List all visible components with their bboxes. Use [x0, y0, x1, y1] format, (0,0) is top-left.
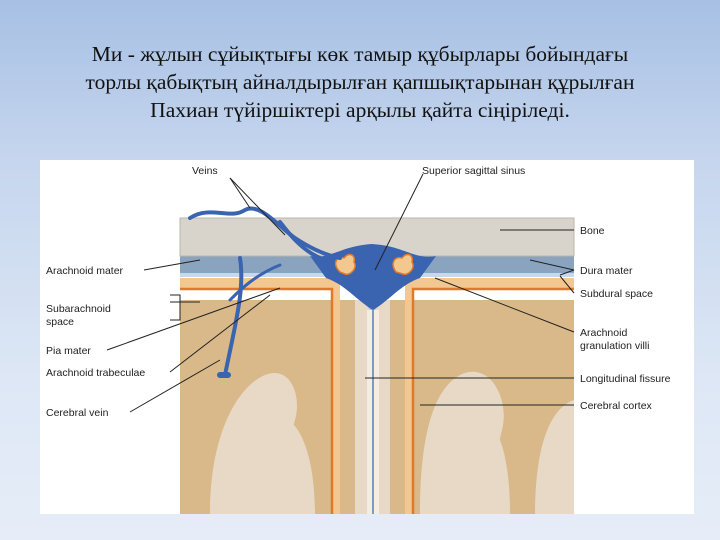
- label-arachnoid-trabeculae: Arachnoid trabeculae: [46, 367, 145, 379]
- label-veins: Veins: [192, 165, 218, 177]
- slide-title: Ми - жұлын сұйықтығы көк тамыр құбырлары…: [40, 40, 680, 124]
- label-arachnoid-mater: Arachnoid mater: [46, 265, 124, 277]
- label-arachnoid-granulation-line2: granulation villi: [580, 340, 649, 352]
- label-pia-mater: Pia mater: [46, 345, 91, 357]
- label-subarachnoid-space-line2: space: [46, 316, 74, 328]
- title-line-1: Ми - жұлын сұйықтығы көк тамыр құбырлары…: [40, 40, 680, 68]
- label-cerebral-vein: Cerebral vein: [46, 407, 109, 419]
- label-superior-sagittal-sinus: Superior sagittal sinus: [422, 165, 525, 177]
- meninges-diagram: Veins Superior sagittal sinus Bone Arach…: [40, 160, 694, 514]
- label-longitudinal-fissure: Longitudinal fissure: [580, 373, 671, 385]
- label-cerebral-cortex: Cerebral cortex: [580, 400, 653, 412]
- label-arachnoid-granulation-line1: Arachnoid: [580, 327, 627, 339]
- title-line-2: торлы қабықтың айналдырылған қапшықтарын…: [40, 68, 680, 96]
- label-subdural-space: Subdural space: [580, 288, 653, 300]
- meninges-illustration: Veins Superior sagittal sinus Bone Arach…: [40, 160, 694, 514]
- label-subarachnoid-space-line1: Subarachnoid: [46, 303, 111, 315]
- label-bone: Bone: [580, 225, 605, 237]
- label-dura-mater: Dura mater: [580, 265, 633, 277]
- title-line-3: Пахиан түйіршіктері арқылы қайта сіңіріл…: [40, 96, 680, 124]
